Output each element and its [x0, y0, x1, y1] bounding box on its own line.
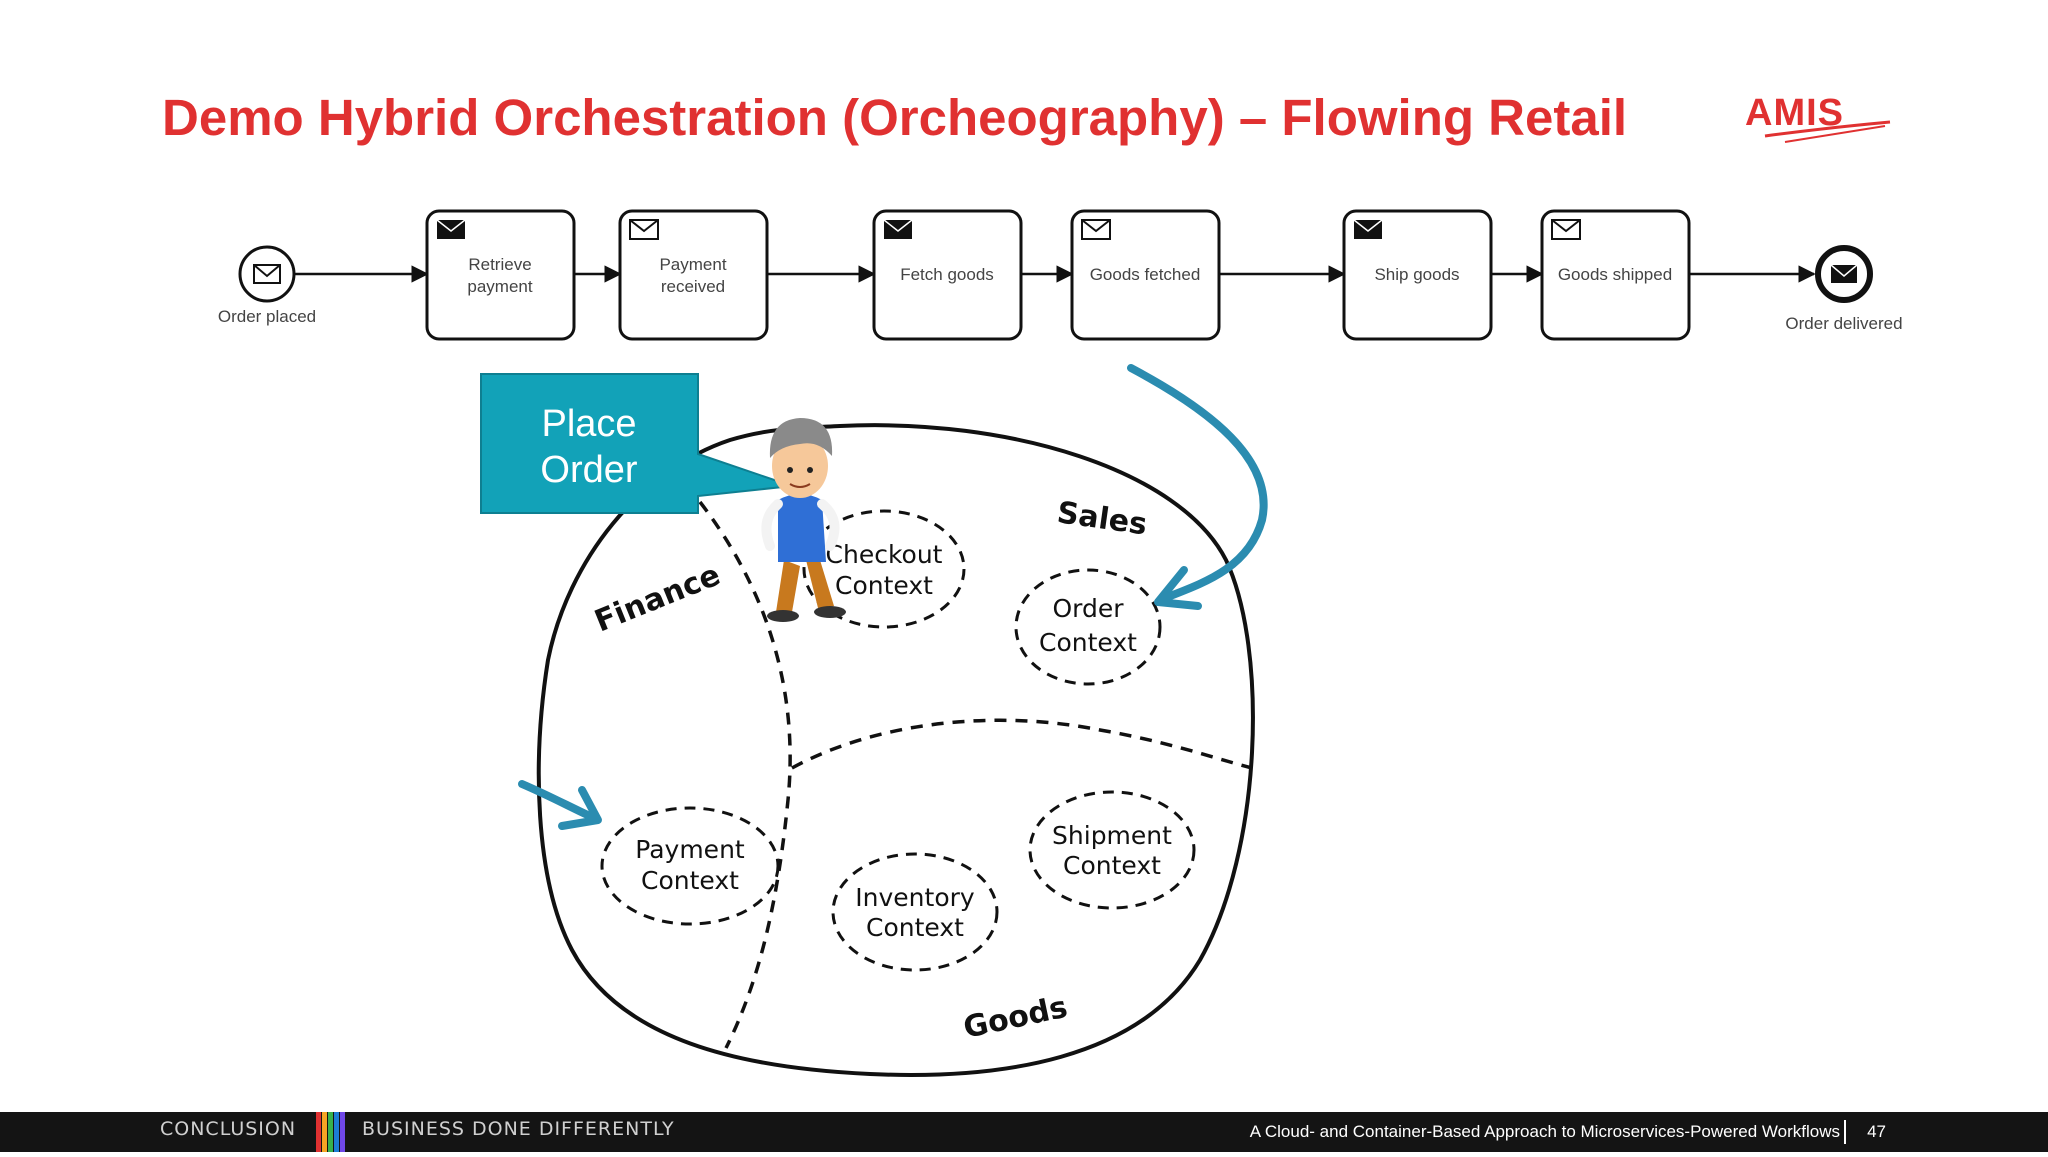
logo-swoosh-icon [1764, 120, 1891, 143]
footer-bar [328, 1112, 333, 1152]
arrowhead-icon [1154, 566, 1202, 610]
footer-color-bars [316, 1112, 352, 1152]
payment-context[interactable]: Payment Context [600, 806, 780, 926]
envelope-outline-icon [1081, 219, 1111, 240]
context-label-line2: Context [641, 866, 739, 895]
envelope-filled-icon [1353, 219, 1383, 239]
footer-page-number: 47 [1867, 1122, 1886, 1141]
order-context[interactable]: Order Context [1014, 568, 1162, 686]
task-label: Fetch goods [900, 265, 994, 284]
context-label-line1: Order [1052, 594, 1124, 623]
task-label-line2: payment [467, 277, 532, 296]
footer-separator [1844, 1120, 1846, 1144]
diagram-canvas: Order placed Retrieve payment Paymen [218, 209, 1903, 1077]
envelope-outline-icon [629, 219, 659, 240]
slide-footer: CONCLUSION BUSINESS DONE DIFFERENTLY A C… [0, 1112, 2048, 1152]
envelope-filled-icon [1830, 264, 1858, 283]
footer-bar [316, 1112, 321, 1152]
context-label-line2: Context [835, 571, 933, 600]
arrow-to-payment-context [518, 780, 598, 822]
end-event[interactable]: Order delivered [1785, 245, 1903, 333]
context-label-line1: Inventory [855, 883, 975, 912]
task-fetch-goods[interactable]: Fetch goods [872, 209, 1023, 341]
goods-boundary [791, 718, 1253, 770]
finance-boundary [698, 500, 792, 1049]
footer-bar [334, 1112, 339, 1152]
customer-figure-icon [761, 418, 846, 622]
context-label-line2: Context [866, 913, 964, 942]
shipment-context[interactable]: Shipment Context [1028, 790, 1196, 910]
context-label-line1: Payment [635, 835, 745, 864]
callout-line1: Place [541, 403, 636, 445]
domain-blob [536, 423, 1255, 1077]
footer-presentation-title: A Cloud- and Container-Based Approach to… [1249, 1122, 1840, 1141]
context-label-line2: Context [1039, 628, 1137, 657]
footer-section-left: CONCLUSION [160, 1118, 297, 1140]
context-label-line1: Shipment [1052, 821, 1172, 850]
task-goods-fetched[interactable]: Goods fetched [1070, 209, 1221, 341]
footer-bar [322, 1112, 327, 1152]
arrowhead-icon [558, 786, 602, 830]
envelope-filled-icon [436, 219, 466, 239]
bounded-context-map: Finance Sales Goods Checkout Context Ord… [536, 423, 1255, 1077]
start-event[interactable]: Order placed [218, 245, 316, 326]
amis-logo: AMIS [1745, 92, 1895, 152]
checkout-context[interactable]: Checkout Context [802, 509, 966, 629]
domain-label-finance: Finance [590, 558, 725, 640]
task-label-line1: Retrieve [468, 255, 531, 274]
process-flow: Order placed Retrieve payment Paymen [218, 209, 1903, 341]
task-goods-shipped[interactable]: Goods shipped [1540, 209, 1691, 341]
footer-bar [340, 1112, 345, 1152]
start-event-label: Order placed [218, 307, 316, 326]
task-label: Goods fetched [1090, 265, 1201, 284]
domain-label-goods: Goods [960, 990, 1070, 1046]
slide-title: Demo Hybrid Orchestration (Orcheography)… [162, 89, 1628, 146]
envelope-filled-icon [883, 219, 913, 239]
end-event-label: Order delivered [1785, 314, 1902, 333]
context-label-line2: Context [1063, 851, 1161, 880]
task-label-line1: Payment [659, 255, 726, 274]
arrow-to-order-context [1127, 364, 1268, 604]
task-retrieve-payment[interactable]: Retrieve payment [425, 209, 576, 341]
task-ship-goods[interactable]: Ship goods [1342, 209, 1493, 341]
inventory-context[interactable]: Inventory Context [831, 852, 999, 972]
task-label: Goods shipped [1558, 265, 1672, 284]
callout-line2: Order [540, 449, 637, 491]
footer-section-right: BUSINESS DONE DIFFERENTLY [362, 1118, 675, 1140]
task-payment-received[interactable]: Payment received [618, 209, 769, 341]
envelope-outline-icon [1551, 219, 1581, 240]
blue-arrows [518, 364, 1268, 830]
envelope-outline-icon [253, 264, 281, 284]
domain-label-sales: Sales [1055, 495, 1149, 542]
context-label-line1: Checkout [826, 540, 943, 569]
task-label: Ship goods [1374, 265, 1459, 284]
task-label-line2: received [661, 277, 725, 296]
place-order-callout[interactable]: Place Order [480, 373, 793, 514]
